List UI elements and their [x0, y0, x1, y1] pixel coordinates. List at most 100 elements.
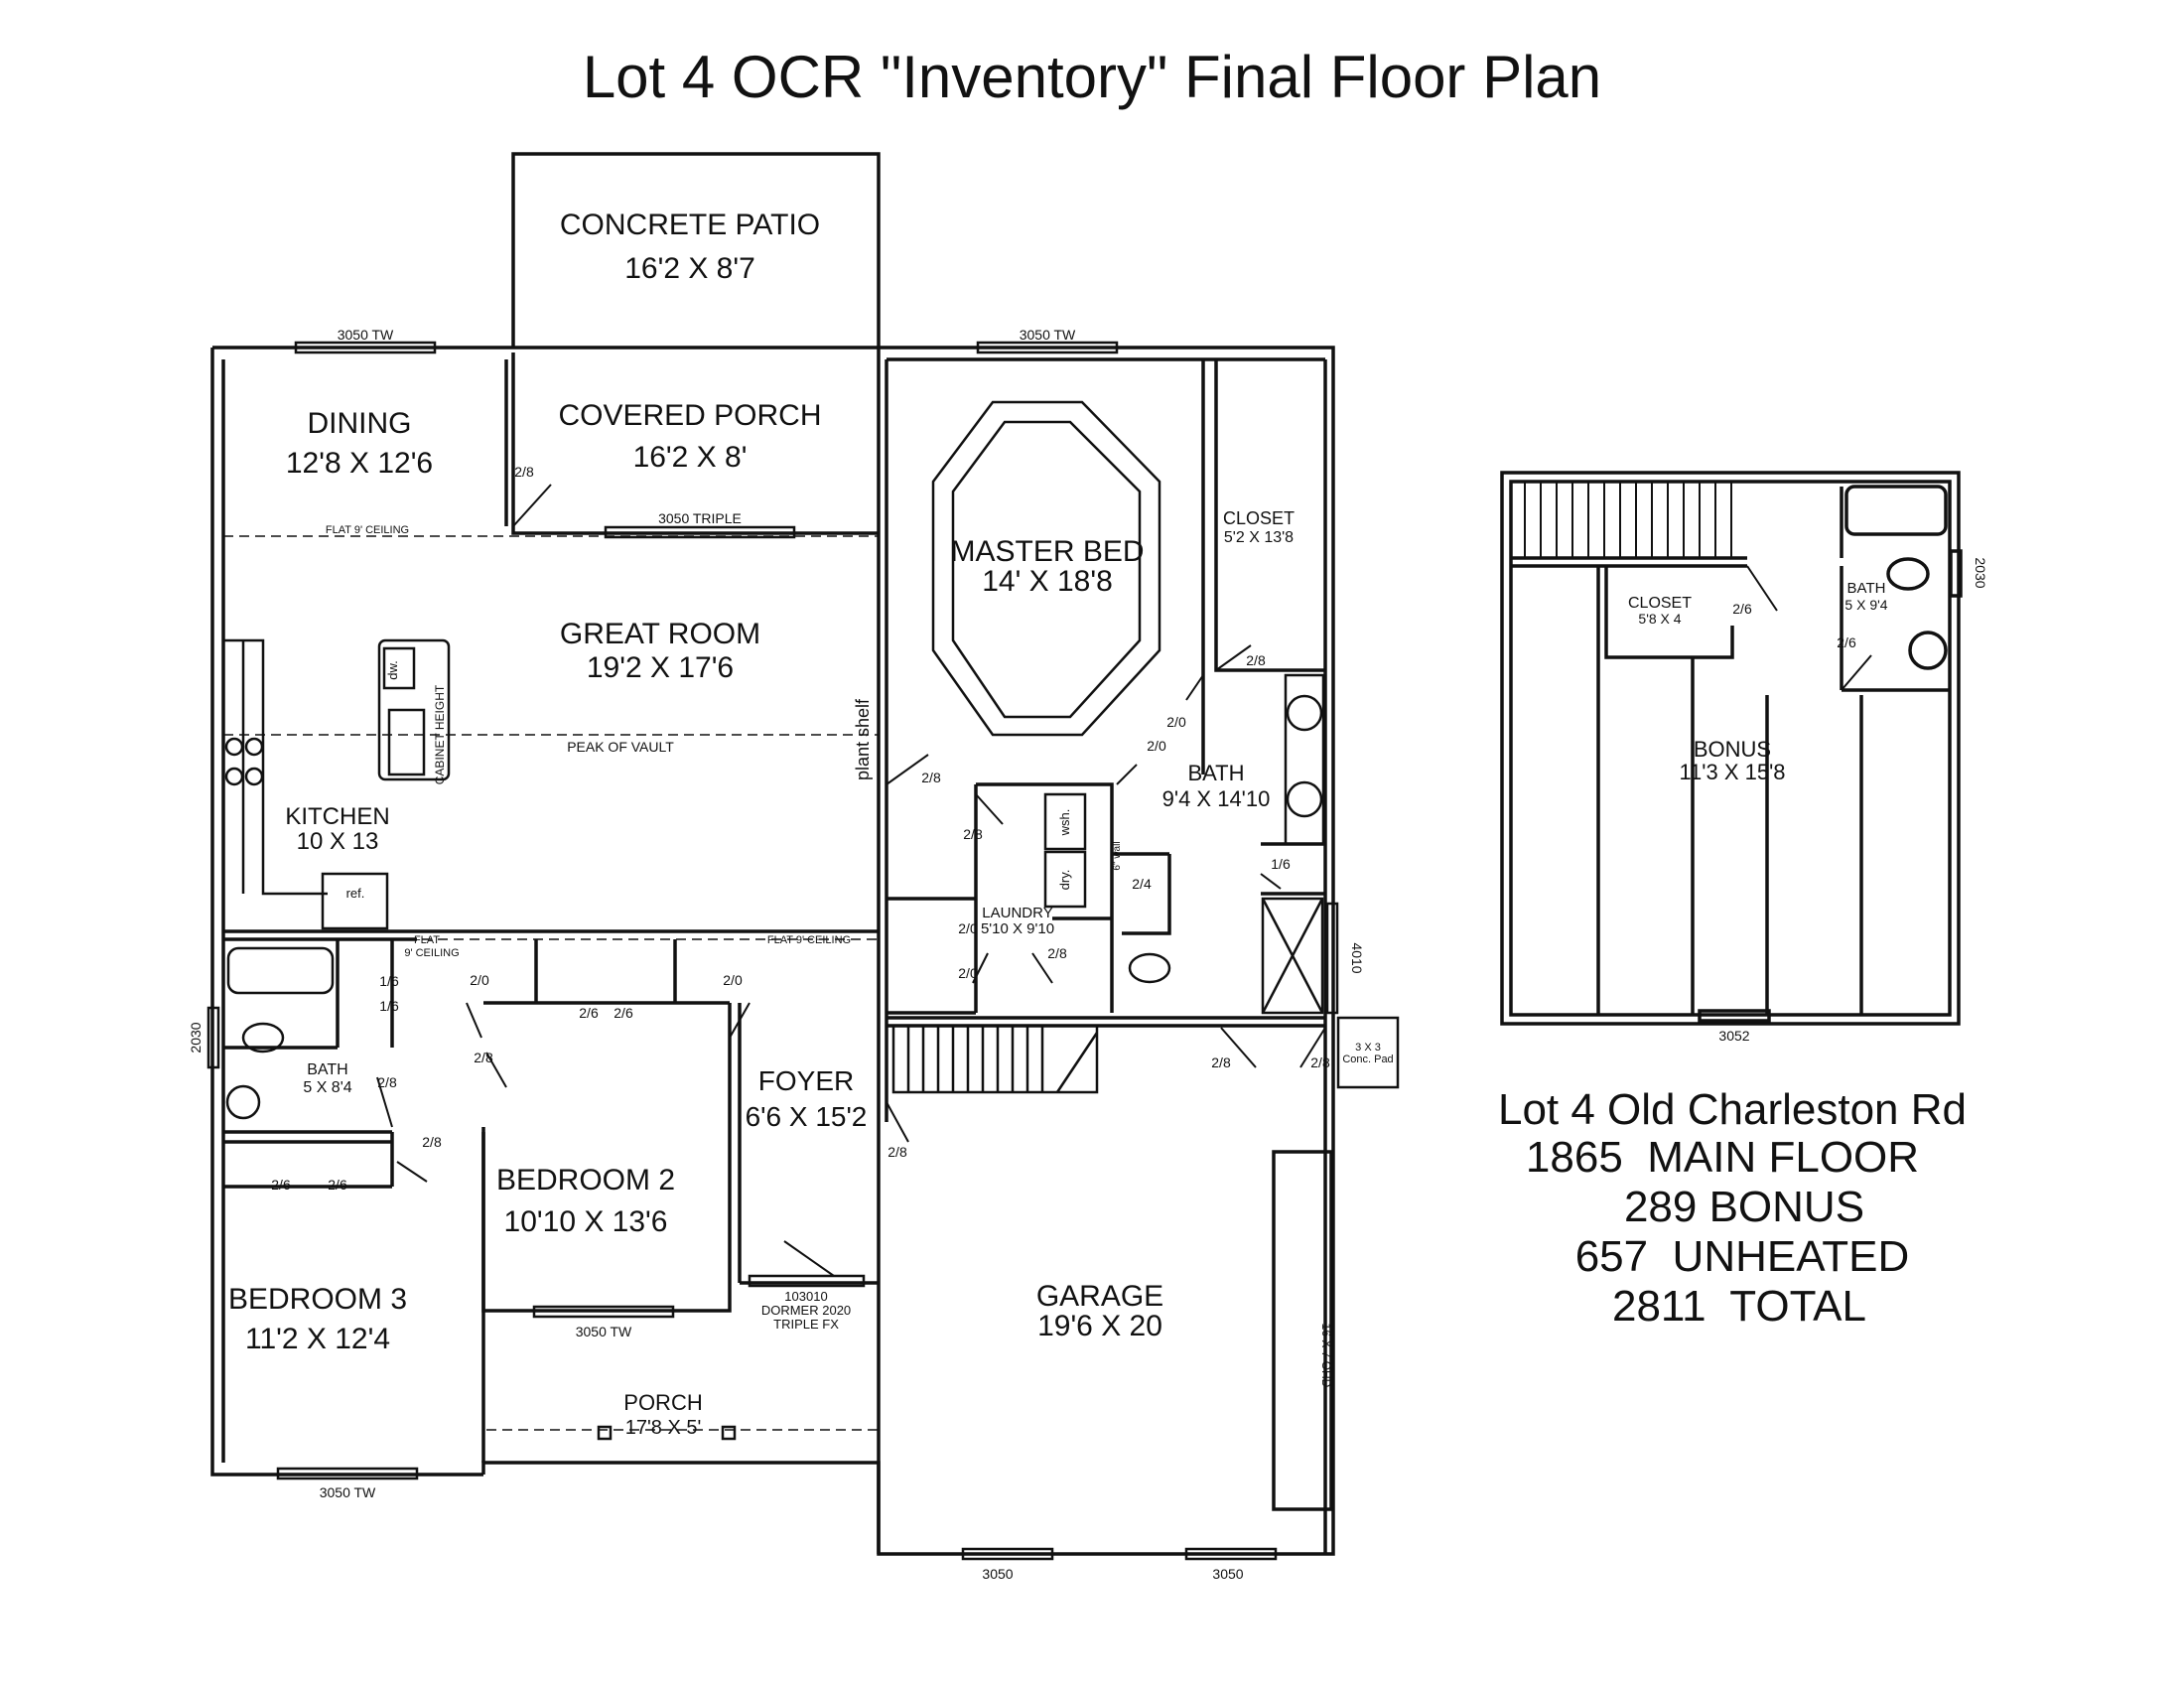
plan-annotation-label: 2/6 [1732, 601, 1752, 617]
plan-annotation-label: 2/0 [958, 920, 978, 936]
covered-porch-name: COVERED PORCH [558, 399, 821, 432]
plan-annotation-label: TRIPLE FX [773, 1317, 839, 1332]
foyer-dims: 6'6 X 15'2 [746, 1101, 868, 1132]
laundry-dims: 5'10 X 9'10 [981, 920, 1054, 937]
bath2-name: BATH [307, 1061, 347, 1078]
bonus-stairs [1524, 482, 1872, 691]
bonus-dims: 11'3 X 15'8 [1679, 760, 1785, 784]
plan-annotation-label: 2/6 [1837, 634, 1856, 650]
bedroom3-name: BEDROOM 3 [228, 1283, 407, 1316]
master-bed-name: MASTER BED [950, 535, 1144, 568]
plan-annotation-label: dry. [1057, 870, 1072, 891]
plan-annotation-label: 2/8 [1047, 945, 1067, 961]
laundry-name: LAUNDRY [982, 905, 1052, 921]
plan-annotation-label: plant shelf [853, 698, 873, 780]
plan-annotation-label: 2/6 [614, 1005, 633, 1021]
bath2-dims: 5 X 8'4 [303, 1079, 351, 1096]
plan-annotation-label: 3052 [1718, 1028, 1749, 1044]
plan-annotation-label: 2/0 [470, 972, 489, 988]
plan-annotation-label: 2/8 [1211, 1055, 1231, 1070]
plan-annotation-label: 3050 [982, 1566, 1013, 1582]
bonus-labels: CLOSET 5'8 X 4 2/6 BATH 5 X 9'4 2/6 BONU… [1628, 557, 1988, 1044]
plan-annotation-label: ref. [346, 886, 365, 901]
porch-name: PORCH [623, 1390, 702, 1415]
plan-annotation-label: CABINET HEIGHT [433, 684, 447, 784]
bonus-bath-name: BATH [1847, 580, 1886, 597]
plan-annotation-label: 2030 [188, 1022, 204, 1053]
plan-annotation-label: 3050 TW [338, 327, 394, 343]
main-stairs [891, 1024, 1099, 1094]
annotation-notes: 3050 TW 3050 TW 3050 TRIPLE 3050 TW 3050… [188, 327, 1394, 1582]
garage-dims: 19'6 X 20 [1037, 1310, 1162, 1342]
plan-annotation-label: 3050 TW [320, 1484, 376, 1500]
fixtures [223, 400, 1325, 1441]
ceiling-lines [223, 535, 879, 1431]
foyer-name: FOYER [758, 1065, 854, 1096]
patio-dims: 16'2 X 8'7 [624, 252, 755, 285]
patio-name: CONCRETE PATIO [560, 209, 820, 241]
summary-total: 2811 TOTAL [1612, 1282, 1866, 1331]
bedroom2-name: BEDROOM 2 [496, 1164, 675, 1196]
plan-annotation-label: 2/6 [271, 1177, 291, 1193]
plan-annotation-label: 3 X 3 [1355, 1042, 1381, 1054]
plan-annotation-label: 2/6 [579, 1005, 599, 1021]
area-summary: Lot 4 Old Charleston Rd 1865 MAIN FLOOR … [1498, 1085, 1967, 1331]
plan-title: Lot 4 OCR "Inventory" Final Floor Plan [583, 44, 1601, 110]
plan-annotation-label: 2/8 [963, 826, 983, 842]
kitchen-dims: 10 X 13 [297, 828, 379, 855]
windows [206, 341, 1400, 1561]
plan-annotation-label: 1/6 [379, 998, 399, 1014]
master-closet-dims: 5'2 X 13'8 [1224, 529, 1294, 546]
kitchen-name: KITCHEN [285, 803, 389, 830]
plan-annotation-label: FLAT 9' CEILING [767, 934, 851, 946]
bonus-closet-dims: 5'8 X 4 [1638, 611, 1681, 627]
plan-annotation-label: wsh. [1057, 809, 1072, 837]
summary-bonus: 289 BONUS [1624, 1183, 1864, 1231]
plan-annotation-label: 9' CEILING [404, 947, 459, 959]
main-floor-walls [210, 152, 1335, 1556]
plan-annotation-label: 2/8 [1310, 1055, 1330, 1070]
master-bed-dims: 14' X 18'8 [982, 565, 1113, 598]
porch-dims: 17'8 X 5' [625, 1417, 702, 1439]
plan-annotation-label: 2/8 [377, 1074, 397, 1090]
dining-dims: 12'8 X 12'6 [286, 447, 433, 480]
plan-annotation-label: 2/6 [328, 1177, 347, 1193]
plan-annotation-label: 2/8 [921, 770, 941, 785]
plan-annotation-label: 4010 [1349, 942, 1365, 973]
great-room-name: GREAT ROOM [560, 618, 760, 650]
bedroom3-dims: 11'2 X 12'4 [245, 1323, 390, 1355]
plan-annotation-label: 6" wall [1112, 841, 1123, 870]
plan-annotation-label: 1/6 [379, 973, 399, 989]
plan-annotation-label: dw. [385, 660, 400, 680]
plan-annotation-label: 16 X 7 OHD [1319, 1324, 1333, 1388]
dining-name: DINING [308, 407, 412, 440]
plan-annotation-label: PEAK OF VAULT [567, 739, 674, 755]
plan-annotation-label: 2030 [1973, 557, 1988, 588]
plan-annotation-label: 2/4 [1132, 876, 1152, 892]
great-room-dims: 19'2 X 17'6 [587, 651, 734, 684]
plan-annotation-label: 2/0 [1147, 738, 1166, 754]
plan-annotation-label: FLAT 9' CEILING [326, 524, 409, 536]
plan-annotation-label: FLAT [414, 934, 440, 946]
summary-address: Lot 4 Old Charleston Rd [1498, 1085, 1967, 1134]
plan-annotation-label: 2/8 [514, 464, 534, 480]
plan-annotation-label: 2/0 [1166, 714, 1186, 730]
master-closet-name: CLOSET [1223, 508, 1295, 528]
room-labels: CONCRETE PATIO 16'2 X 8'7 COVERED PORCH … [228, 209, 1295, 1439]
plan-annotation-label: DORMER 2020 [761, 1303, 851, 1318]
bonus-closet-name: CLOSET [1628, 595, 1692, 612]
plan-annotation-label: 2/0 [958, 965, 978, 981]
master-bath-dims: 9'4 X 14'10 [1162, 786, 1271, 811]
plan-annotation-label: 3050 TW [1020, 327, 1076, 343]
bonus-bath-dims: 5 X 9'4 [1844, 597, 1887, 613]
plan-annotation-label: 103010 [784, 1289, 827, 1304]
plan-annotation-label: 3050 TW [576, 1324, 632, 1339]
plan-annotation-label: 2/8 [887, 1144, 907, 1160]
plan-annotation-label: 1/6 [1271, 856, 1291, 872]
covered-porch-dims: 16'2 X 8' [633, 441, 748, 474]
bedroom2-dims: 10'10 X 13'6 [504, 1205, 668, 1238]
plan-annotation-label: 3050 [1212, 1566, 1243, 1582]
plan-annotation-label: 2/8 [1246, 652, 1266, 668]
bonus-name: BONUS [1694, 737, 1771, 762]
plan-annotation-label: 3050 TRIPLE [658, 510, 742, 526]
